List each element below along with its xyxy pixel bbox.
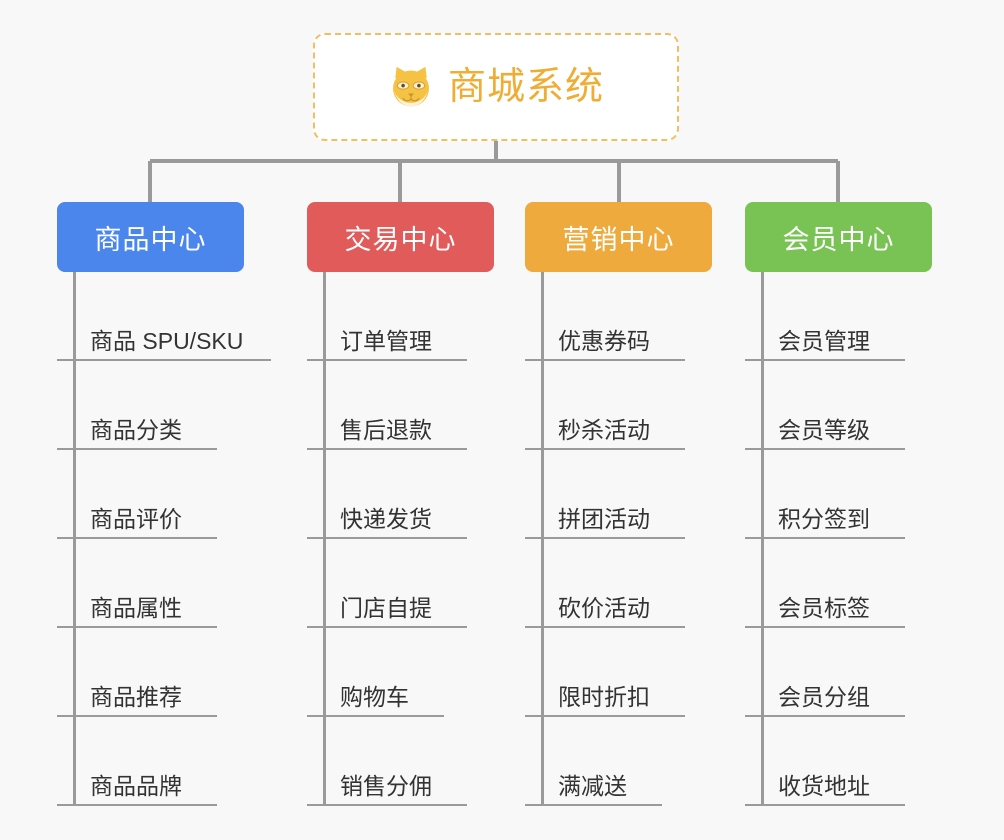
branch-children-marketing: 优惠券码 秒杀活动 拼团活动 砍价活动 限时折扣 满减送 <box>525 272 712 806</box>
list-item[interactable]: 限时折扣 <box>525 628 685 717</box>
list-item[interactable]: 购物车 <box>307 628 444 717</box>
branch-children-member: 会员管理 会员等级 积分签到 会员标签 会员分组 收货地址 <box>745 272 932 806</box>
list-item-label: 商品品牌 <box>90 772 182 799</box>
list-item[interactable]: 售后退款 <box>307 361 467 450</box>
list-item-label: 商品推荐 <box>90 683 182 710</box>
list-item-label: 销售分佣 <box>340 772 432 799</box>
list-item-label: 秒杀活动 <box>558 416 650 443</box>
branch-head-label: 会员中心 <box>782 224 895 255</box>
list-item[interactable]: 商品属性 <box>57 539 217 628</box>
list-item-label: 收货地址 <box>778 772 870 799</box>
list-item[interactable]: 商品品牌 <box>57 717 217 806</box>
list-item-label: 快递发货 <box>340 505 432 532</box>
branch-trunk <box>761 272 764 806</box>
list-item-label: 商品评价 <box>90 505 182 532</box>
list-item-label: 砍价活动 <box>558 594 650 621</box>
list-item-label: 商品属性 <box>90 594 182 621</box>
list-item-label: 会员管理 <box>778 327 870 354</box>
branch-head-label: 商品中心 <box>94 224 207 255</box>
list-item[interactable]: 砍价活动 <box>525 539 685 628</box>
list-item-label: 会员标签 <box>778 594 870 621</box>
list-item-label: 会员等级 <box>778 416 870 443</box>
branch-trunk <box>73 272 76 806</box>
list-item-label: 满减送 <box>558 772 627 799</box>
list-item[interactable]: 商品 SPU/SKU <box>57 272 271 361</box>
branch-head-trade[interactable]: 交易中心 <box>307 202 494 272</box>
list-item-label: 限时折扣 <box>558 683 650 710</box>
list-item[interactable]: 商品推荐 <box>57 628 217 717</box>
branch-column-marketing: 营销中心 优惠券码 秒杀活动 拼团活动 砍价活动 限时折扣 <box>525 202 712 806</box>
list-item[interactable]: 门店自提 <box>307 539 467 628</box>
list-item[interactable]: 销售分佣 <box>307 717 467 806</box>
list-item-label: 门店自提 <box>340 594 432 621</box>
list-item-label: 优惠券码 <box>558 327 650 354</box>
list-item-label: 购物车 <box>340 683 409 710</box>
branch-column-trade: 交易中心 订单管理 售后退款 快递发货 门店自提 购物车 <box>307 202 494 806</box>
list-item[interactable]: 秒杀活动 <box>525 361 685 450</box>
branch-head-marketing[interactable]: 营销中心 <box>525 202 712 272</box>
branch-column-product: 商品中心 商品 SPU/SKU 商品分类 商品评价 商品属性 商品推荐 <box>57 202 271 806</box>
branch-head-label: 交易中心 <box>344 224 457 255</box>
list-item-label: 拼团活动 <box>558 505 650 532</box>
list-item[interactable]: 优惠券码 <box>525 272 685 361</box>
branch-head-member[interactable]: 会员中心 <box>745 202 932 272</box>
list-item[interactable]: 积分签到 <box>745 450 905 539</box>
shiba-dog-face-icon <box>393 66 429 107</box>
list-item-label: 售后退款 <box>340 416 432 443</box>
root-title: 商城系统 <box>447 66 604 108</box>
list-item-label: 订单管理 <box>340 327 432 354</box>
list-item[interactable]: 会员分组 <box>745 628 905 717</box>
list-item-label: 商品分类 <box>90 416 182 443</box>
list-item-label: 积分签到 <box>778 505 870 532</box>
list-item[interactable]: 商品评价 <box>57 450 217 539</box>
branch-head-product[interactable]: 商品中心 <box>57 202 244 272</box>
branch-trunk <box>323 272 326 806</box>
list-item[interactable]: 订单管理 <box>307 272 467 361</box>
list-item[interactable]: 会员管理 <box>745 272 905 361</box>
branch-head-label: 营销中心 <box>562 224 675 255</box>
list-item[interactable]: 会员等级 <box>745 361 905 450</box>
branch-trunk <box>541 272 544 806</box>
list-item[interactable]: 满减送 <box>525 717 662 806</box>
list-item[interactable]: 收货地址 <box>745 717 905 806</box>
root-node[interactable]: 商城系统 <box>313 33 679 141</box>
list-item[interactable]: 商品分类 <box>57 361 217 450</box>
list-item[interactable]: 会员标签 <box>745 539 905 628</box>
list-item[interactable]: 快递发货 <box>307 450 467 539</box>
list-item-label: 会员分组 <box>778 683 870 710</box>
list-item-label: 商品 SPU/SKU <box>90 327 244 354</box>
branch-children-trade: 订单管理 售后退款 快递发货 门店自提 购物车 销售分佣 <box>307 272 494 806</box>
branch-children-product: 商品 SPU/SKU 商品分类 商品评价 商品属性 商品推荐 商品品牌 <box>57 272 271 806</box>
branch-column-member: 会员中心 会员管理 会员等级 积分签到 会员标签 会员分组 <box>745 202 932 806</box>
list-item[interactable]: 拼团活动 <box>525 450 685 539</box>
